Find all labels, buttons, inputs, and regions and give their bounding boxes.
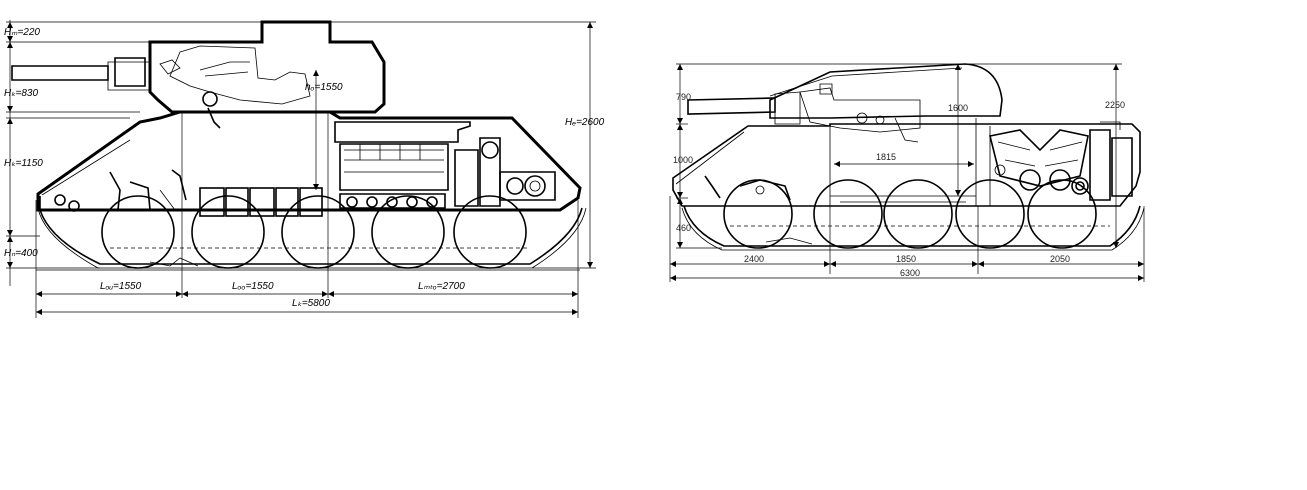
left-label-h-roof: Hₘ=220	[4, 27, 40, 38]
right-turret-internals	[799, 83, 921, 143]
left-label-l-engine: Lₘₜₒ=2700	[418, 281, 465, 292]
left-label-l-fight: Lₒₒ=1550	[232, 281, 274, 292]
left-turret-outline	[148, 20, 386, 114]
left-tank-drawing	[6, 20, 596, 318]
right-label-h-turret: 790	[676, 92, 691, 102]
left-turret-internals	[159, 45, 311, 129]
left-label-l-front: Lₒᵤ=1550	[100, 281, 142, 292]
left-label-h-total: Hₑ=2600	[565, 117, 605, 128]
left-label-h-hull: Hₖ=1150	[4, 158, 43, 169]
left-running-gear	[37, 195, 587, 269]
right-label-h-total: 2250	[1105, 100, 1125, 110]
right-tank-drawing	[669, 63, 1145, 282]
right-label-h-fight: 1600	[948, 103, 968, 113]
left-engine	[339, 143, 449, 209]
right-label-l-fight: 1850	[896, 254, 916, 264]
left-label-h-clear: Hₙ=400	[4, 248, 38, 259]
left-label-h-fight: hₒ=1550	[305, 82, 343, 93]
right-label-l-front: 2400	[744, 254, 764, 264]
right-transmission	[1071, 121, 1133, 201]
right-label-l-engine: 2050	[1050, 254, 1070, 264]
right-label-h-clear: 460	[676, 223, 691, 233]
left-label-h-turret: Hₖ=830	[4, 88, 38, 99]
right-label-h-hull: 1000	[673, 155, 693, 165]
right-engine	[989, 129, 1089, 191]
left-ammo-racks	[199, 187, 323, 217]
right-running-gear	[681, 179, 1145, 251]
right-driver-area	[704, 175, 791, 201]
left-driver-area	[54, 169, 187, 212]
right-hull-outline	[672, 123, 1141, 207]
right-gun	[687, 97, 776, 115]
right-label-l-total: 6300	[900, 268, 920, 278]
right-label-w-fight: 1815	[876, 152, 896, 162]
left-gun	[11, 65, 109, 81]
left-hull-outline	[36, 110, 582, 212]
left-label-l-total: Lₖ=5800	[292, 298, 330, 309]
left-transmission	[454, 137, 556, 207]
